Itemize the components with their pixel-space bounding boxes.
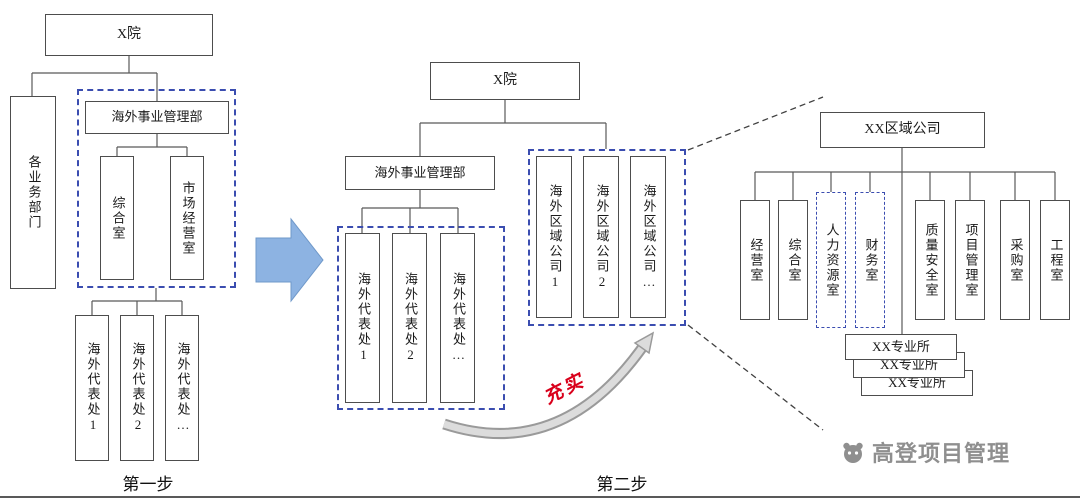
transfer-arrow-icon	[442, 331, 655, 439]
step1-caption: 第一步	[122, 475, 174, 494]
step2-overseas-mgmt-box: 海外事业管理部	[345, 156, 495, 190]
watermark-text: 高登项目管理	[872, 441, 1011, 466]
step1-rep-office-etc-box: 海外代表处…	[165, 315, 199, 461]
detail-project-mgmt-office-box: 项目管理室	[955, 200, 985, 320]
step2-caption: 第二步	[596, 475, 648, 494]
watermark: 高登项目管理	[840, 436, 1010, 468]
step-transition-arrow-icon	[255, 217, 324, 303]
step1-root-box: X院	[45, 14, 213, 56]
step1-rep-office-1-box: 海外代表处1	[75, 315, 109, 461]
step2-reps-group-outline	[337, 226, 505, 410]
step1-mgmt-group-outline	[77, 89, 236, 288]
detail-hr-office-box: 人力资源室	[816, 192, 846, 328]
detail-institute-1-box: XX专业所	[845, 334, 957, 360]
step2-regional-company-2-box: 海外区域公司2	[583, 156, 619, 318]
step1-general-office-box: 综合室	[100, 156, 134, 280]
step2-regional-company-etc-box: 海外区域公司…	[630, 156, 666, 318]
detail-operations-office-box: 经营室	[740, 200, 770, 320]
detail-procurement-office-box: 采购室	[1000, 200, 1030, 320]
step2-root-box: X院	[430, 62, 580, 100]
step2-regional-company-1-box: 海外区域公司1	[536, 156, 572, 318]
step1-business-depts-box: 各业务部门	[10, 96, 56, 289]
step1-rep-office-2-box: 海外代表处2	[120, 315, 154, 461]
detail-connectors	[754, 148, 1056, 334]
detail-regional-company-box: XX区域公司	[820, 112, 985, 148]
logo-icon	[843, 442, 863, 463]
step2-rep-office-2-box: 海外代表处2	[392, 233, 427, 403]
step1-market-office-box: 市场经营室	[170, 156, 204, 280]
bottom-divider	[0, 496, 1080, 498]
step2-connectors	[361, 100, 607, 233]
step1-overseas-mgmt-box: 海外事业管理部	[85, 101, 229, 134]
detail-finance-office-box: 财务室	[855, 192, 885, 328]
step1-connectors	[31, 56, 188, 315]
callout-dashed-lines	[687, 96, 824, 431]
detail-quality-safety-office-box: 质量安全室	[915, 200, 945, 320]
detail-engineering-office-box: 工程室	[1040, 200, 1070, 320]
step2-regions-group-outline	[528, 149, 686, 326]
step2-rep-office-etc-box: 海外代表处…	[440, 233, 475, 403]
detail-general-office-box: 综合室	[778, 200, 808, 320]
step2-rep-office-1-box: 海外代表处1	[345, 233, 380, 403]
